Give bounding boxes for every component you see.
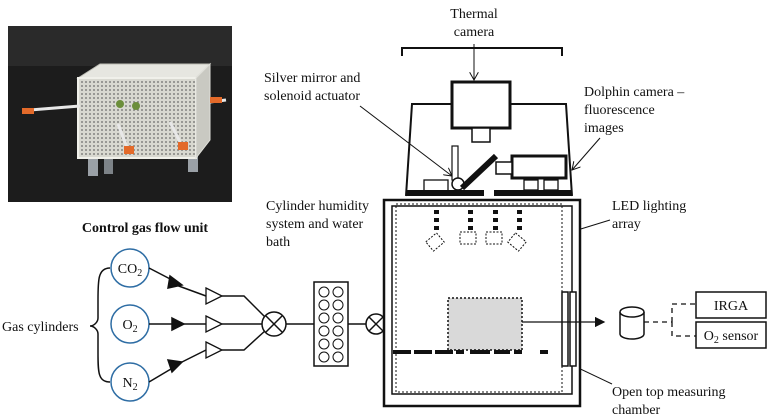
o2-sensor-main: O [704,329,714,344]
label-dolphin-camera-3: images [584,121,624,136]
label-control-unit: Control gas flow unit [82,221,208,236]
label-chamber-2: chamber [612,403,661,418]
gas-n2-main: N [122,376,132,391]
humidity-cylinders [313,281,349,367]
svg-text:O2: O2 [122,318,137,335]
flow-controllers [205,286,224,360]
label-gas-cylinders: Gas cylinders [2,320,79,335]
sensor-connections [644,303,696,337]
gas-o2-sub: 2 [133,324,138,335]
gas-co2-sub: 2 [137,268,142,279]
merge-lines [222,295,267,351]
dolphin-camera-arrow [572,137,601,170]
irga-label: IRGA [714,299,749,314]
o2-sensor-sub: 2 [714,335,719,346]
label-humidity-1: Cylinder humidity [266,199,369,214]
label-silver-mirror-2: solenoid actuator [264,89,360,104]
irga-box: IRGA [695,291,767,319]
silver-mirror-arrow [359,105,452,176]
thermal-camera [450,80,512,143]
label-led-array-2: array [612,217,641,232]
gas-o2-main: O [122,318,132,333]
silver-mirror [451,145,499,191]
gas-co2-main: CO [118,262,137,277]
gas-cylinder-o2: O2 [110,304,150,344]
label-dolphin-camera-1: Dolphin camera – [584,85,685,100]
gas-cylinder-n2: N2 [110,362,150,402]
gas-n2-sub: 2 [133,382,138,393]
label-thermal-camera-2: camera [454,25,495,40]
o2-sensor-rest: sensor [719,329,759,344]
gas-cylinders-brace [89,267,111,383]
camera-platform [406,190,572,196]
gas-cylinder-co2: CO2 [110,248,150,288]
dolphin-camera [495,154,568,191]
label-humidity-3: bath [266,235,290,250]
mixing-valve-1 [261,311,287,337]
growth-chamber [382,198,582,408]
label-led-array-1: LED lighting [612,199,686,214]
led-array [425,210,527,252]
label-humidity-2: system and water [266,217,364,232]
o2-sensor-box: O2 sensor [695,321,767,349]
label-thermal-camera-1: Thermal [450,7,498,22]
gas-flow-lines [148,267,207,383]
output-filter [619,306,645,340]
label-chamber-1: Open top measuring [612,385,726,400]
svg-text:O2 sensor: O2 sensor [704,329,759,346]
chamber-photo [8,26,232,202]
svg-text:N2: N2 [122,376,137,393]
label-silver-mirror-1: Silver mirror and [264,71,360,86]
label-dolphin-camera-2: fluorescence [584,103,655,118]
svg-text:CO2: CO2 [118,262,142,279]
